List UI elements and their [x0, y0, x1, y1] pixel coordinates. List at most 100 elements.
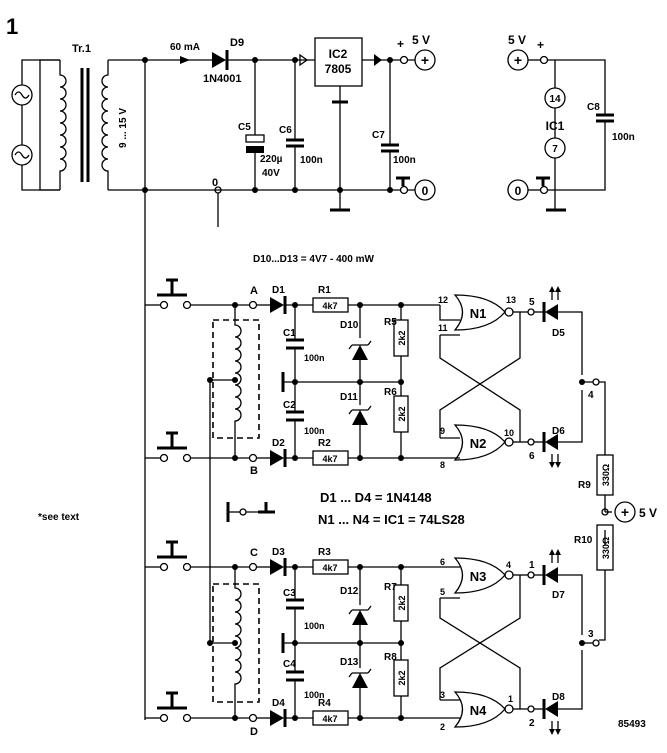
- input-b-label: B: [250, 465, 258, 477]
- d2-label: D2: [272, 438, 285, 449]
- ic1-supply-plus: +: [537, 38, 544, 52]
- ic1-ref: IC1: [546, 119, 565, 133]
- n2-pin-out: 10: [504, 428, 514, 438]
- r3-value: 4k7: [322, 563, 337, 573]
- n2-pin-a: 9: [440, 426, 445, 436]
- sensor-coil-bottom: [207, 564, 260, 721]
- gates-note: N1 ... N4 = IC1 = 74LS28: [318, 512, 465, 527]
- r1-ref: R1: [318, 285, 331, 296]
- d4-label: D4: [272, 698, 285, 709]
- channel-c: [248, 558, 460, 643]
- n3-label: N3: [470, 569, 487, 584]
- c7-capacitor: [381, 60, 399, 190]
- n1-pin-b: 11: [438, 323, 448, 333]
- c4-value: 100n: [304, 690, 325, 700]
- n3-pin-a: 6: [440, 557, 445, 567]
- see-text-note: *see text: [38, 512, 80, 523]
- n1-pin-out: 13: [506, 295, 516, 305]
- transformer-voltage: 9 ... 15 V: [118, 108, 129, 148]
- input-a-label: A: [250, 285, 258, 297]
- c3-ref: C3: [283, 588, 296, 599]
- ic1-supply: + 0: [507, 49, 614, 212]
- input-d-label: D: [250, 726, 258, 738]
- r10-ref: R10: [574, 535, 593, 546]
- d6-label: D6: [552, 426, 565, 437]
- r10-value: 330Ω: [601, 537, 611, 559]
- n4-pin-out: 1: [508, 694, 513, 704]
- c2-value: 100n: [304, 426, 325, 436]
- r4-value: 4k7: [322, 714, 337, 724]
- d1-label: D1: [272, 285, 285, 296]
- switch-d[interactable]: [145, 691, 250, 723]
- ic1-supply-voltage: 5 V: [508, 33, 526, 47]
- switch-c[interactable]: [145, 540, 250, 572]
- n4-label: N4: [470, 703, 487, 718]
- ic1-pin-vcc: 14: [549, 94, 561, 105]
- r3-ref: R3: [318, 547, 331, 558]
- r2-ref: R2: [318, 438, 331, 449]
- svg-text:0: 0: [515, 184, 522, 198]
- c6-ref: C6: [279, 125, 292, 136]
- transformer-ref: Tr.1: [72, 43, 91, 55]
- r9-value: 330Ω: [601, 464, 611, 486]
- output-voltage: 5 V: [412, 33, 430, 47]
- ic1-pin-gnd: 7: [552, 144, 558, 155]
- d8-label: D8: [552, 692, 565, 703]
- diodes-note: D1 ... D4 = 1N4148: [320, 490, 432, 505]
- r7-value: 2k2: [397, 595, 407, 610]
- r7-ref: R7: [384, 582, 397, 593]
- input-c-label: C: [250, 547, 258, 559]
- d13-label: D13: [340, 657, 359, 668]
- d9-ref: D9: [230, 37, 244, 49]
- r6-ref: R6: [384, 387, 397, 398]
- zener-note: D10...D13 = 4V7 - 400 mW: [253, 254, 374, 265]
- c6-capacitor: [286, 60, 304, 190]
- n4-pin-b: 2: [440, 722, 445, 732]
- c8-value: 100n: [612, 132, 635, 143]
- ic2-part: 7805: [325, 62, 352, 76]
- n2-node: 6: [529, 451, 535, 462]
- n2-label: N2: [470, 436, 487, 451]
- c5-ref: C5: [238, 122, 251, 133]
- switch-a[interactable]: [145, 278, 250, 310]
- left-bus: [144, 60, 219, 720]
- c1-ref: C1: [283, 328, 296, 339]
- svg-text:+: +: [621, 504, 629, 520]
- c7-value: 100n: [393, 155, 416, 166]
- svg-text:0: 0: [422, 184, 429, 198]
- d10-label: D10: [340, 320, 359, 331]
- c3-value: 100n: [304, 621, 325, 631]
- r6-value: 2k2: [397, 406, 407, 421]
- switch-b[interactable]: [145, 431, 250, 463]
- r4-ref: R4: [318, 698, 331, 709]
- n4-node: 2: [529, 718, 535, 729]
- c7-ref: C7: [372, 130, 385, 141]
- node-bottom-label: 3: [588, 629, 594, 640]
- figure-number: 1: [6, 14, 18, 39]
- d12-label: D12: [340, 586, 359, 597]
- channel-d: [248, 643, 460, 727]
- output-terminals: + 0: [399, 49, 436, 201]
- svg-text:+: +: [421, 52, 429, 68]
- d7-label: D7: [552, 590, 565, 601]
- c2-ref: C2: [283, 400, 296, 411]
- transformer: [11, 59, 109, 191]
- r1-value: 4k7: [322, 301, 337, 311]
- c5-electrolytic: [245, 60, 265, 190]
- r5-ref: R5: [384, 317, 397, 328]
- output-plus: +: [397, 37, 404, 51]
- vcc-label: 5 V: [639, 506, 657, 520]
- r8-ref: R8: [384, 652, 397, 663]
- d5-label: D5: [552, 328, 565, 339]
- r9-ref: R9: [578, 480, 591, 491]
- cross-coupling: [439, 312, 521, 709]
- channel-a: [248, 296, 460, 380]
- c5-rating: 40V: [262, 168, 280, 179]
- r5-value: 2k2: [397, 330, 407, 345]
- c4-ref: C4: [283, 659, 296, 670]
- r8-value: 2k2: [397, 670, 407, 685]
- node-top-label: 4: [588, 390, 594, 401]
- led-outputs: +: [513, 286, 636, 735]
- supply-ground-label: 0: [212, 177, 218, 189]
